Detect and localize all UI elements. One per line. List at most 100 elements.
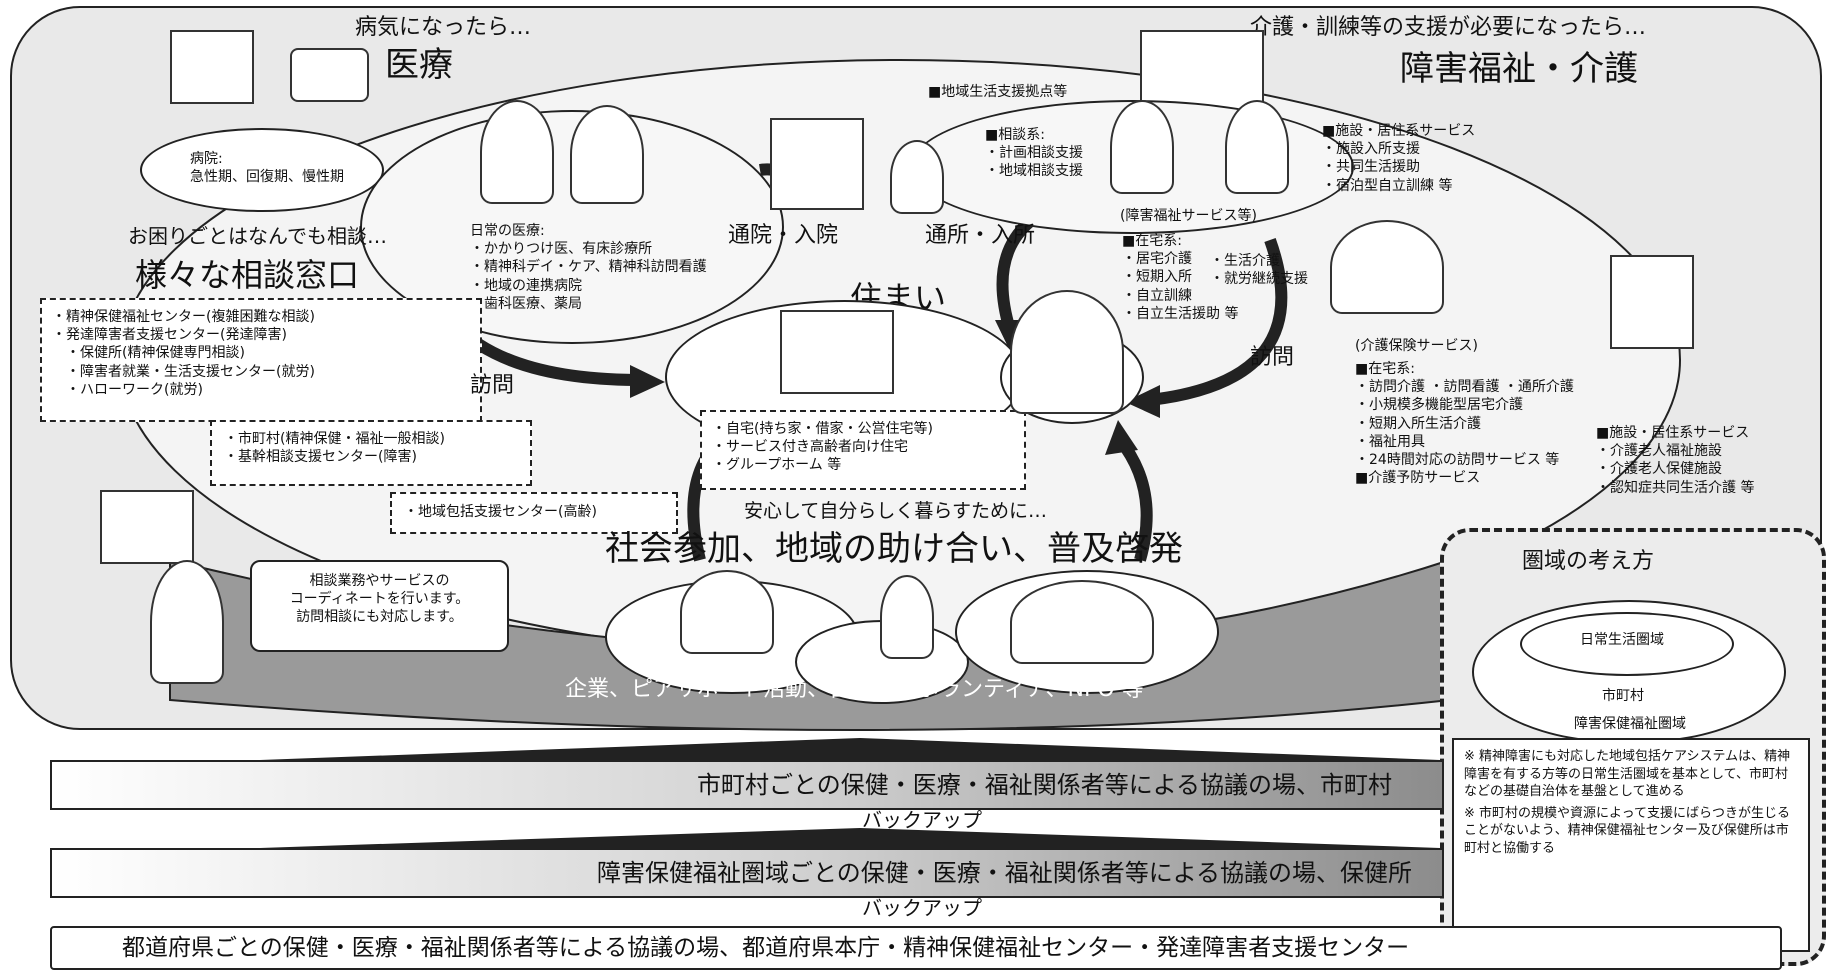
cheering-person-icon [680, 570, 774, 654]
consult-list-2-item-1: ・市町村(精神保健・福祉一般相談) [224, 431, 445, 447]
consult-lead: お困りごとはなんでも相談… [128, 224, 387, 248]
welfare-facility-3: ・共同生活援助 [1322, 159, 1420, 176]
care-insurance-home: ■在宅系: ・訪問介護 ・訪問看護 ・通所介護 ・小規模多機能型居宅介護 ・短期… [1355, 360, 1574, 487]
day-visit-label: 通所・入所 [925, 223, 1036, 248]
welfare-home-left-5: ・自立生活援助 等 [1122, 305, 1239, 322]
area-bar-text: 障害保健福祉圏域ごとの保健・医療・福祉関係者等による協議の場、保健所 [596, 859, 1412, 887]
welfare-home-right-2: ・就労継続支援 [1210, 271, 1308, 288]
zone-notes: ※ 精神障害にも対応した地域包括ケアシステムは、精神障害を有する方等の日常生活圏… [1452, 738, 1810, 952]
care-home-2: ・訪問介護 ・訪問看護 ・通所介護 [1355, 379, 1574, 396]
bubble-line-1: 相談業務やサービスの [309, 573, 450, 589]
zone-note-2: ※ 市町村の規模や資源によって支援にばらつきが生じることがないよう、精神保健福祉… [1464, 805, 1790, 856]
welfare-service-label: (障害福祉サービス等) [1120, 208, 1257, 224]
backup-wedge-1 [260, 738, 1440, 760]
housing-list: ・自宅(持ち家・借家・公営住宅等) ・サービス付き高齢者向け住宅 ・グループホー… [702, 412, 1024, 483]
housing-item-2: ・サービス付き高齢者向け住宅 [712, 439, 908, 456]
counselor-bubble-text: 相談業務やサービスの コーディネートを行います。 訪問相談にも対応します。 [252, 562, 507, 637]
caregiver-icon [1110, 100, 1174, 194]
welfare-consult-line-2: ・計画相談支援 [985, 145, 1083, 162]
consult-list-1-item-3: ・保健所(精神保健専門相談) [66, 345, 245, 362]
nurse-icon [570, 105, 644, 204]
arrow-visit-right [1149, 237, 1288, 406]
hospital-line-1: 病院: [190, 151, 223, 167]
consult-list-2-item-2: ・基幹相談支援センター(障害) [224, 449, 417, 466]
welfare-consult-list: ■相談系: ・計画相談支援 ・地域相談支援 [985, 126, 1083, 181]
prefecture-bar: 都道府県ごとの保健・医療・福祉関係者等による協議の場、都道府県本庁・精神保健福祉… [50, 926, 1782, 970]
zone-notes-text: ※ 精神障害にも対応した地域包括ケアシステムは、精神障害を有する方等の日常生活圏… [1454, 740, 1808, 865]
consult-title: 様々な相談窓口 [135, 256, 360, 294]
care-facility-building-icon [1610, 255, 1694, 349]
welfare-if-needed: 介護・訓練等の支援が必要になったら… [1250, 15, 1647, 40]
community-groups: 企業、ピアサポート活動、自治会、ボランティア、NPO 等 [565, 677, 1144, 702]
housing-item-3: ・グループホーム 等 [712, 457, 842, 474]
counselor-person-icon [150, 560, 224, 684]
municipal-bar: 市町村ごとの保健・医療・福祉関係者等による協議の場、市町村 [50, 760, 1444, 810]
bubble-line-2: コーディネートを行います。 [289, 591, 470, 608]
consult-list-1-item-5: ・ハローワーク(就労) [66, 381, 203, 398]
caregiver-2-icon [1225, 100, 1289, 194]
backup-wedge-2 [260, 828, 1440, 848]
welfare-consult-line-1: ■相談系: [985, 127, 1045, 143]
welfare-facility-1: ■施設・居住系サービス [1322, 123, 1476, 139]
welfare-consult-line-3: ・地域相談支援 [985, 163, 1083, 180]
hospital-building-icon [170, 30, 254, 104]
welfare-home-left-2: ・居宅介護 [1122, 251, 1192, 268]
consult-box-3: ・地域包括支援センター(高齢) [390, 492, 678, 534]
consult-box-2: ・市町村(精神保健・福祉一般相談) ・基幹相談支援センター(障害) [210, 420, 532, 486]
area-bar: 障害保健福祉圏域ごとの保健・医療・福祉関係者等による協議の場、保健所 [50, 848, 1444, 898]
visit-left-label: 訪問 [470, 373, 515, 398]
visit-right-label: 訪問 [1250, 345, 1295, 370]
bubble-line-3: 訪問相談にも対応します。 [296, 609, 463, 626]
housing-box: ・自宅(持ち家・借家・公営住宅等) ・サービス付き高齢者向け住宅 ・グループホー… [700, 410, 1026, 490]
welfare-facility-4: ・宿泊型自立訓練 等 [1322, 177, 1453, 194]
doctor-icon [480, 100, 554, 204]
family-icon [1010, 290, 1124, 414]
daily-care-line-4: ・地域の連携病院 [470, 277, 582, 294]
zone-title: 圏域の考え方 [1522, 549, 1655, 574]
hospital-ellipse [140, 128, 384, 212]
consult-list-1-item-1: ・精神保健福祉センター(複雑困難な相談) [52, 309, 315, 325]
backup-label-2: バックアップ [862, 896, 982, 920]
consult-list-1-item-4: ・障害者就業・生活支援センター(就労) [66, 363, 315, 380]
community-title: 社会参加、地域の助け合い、普及啓発 [605, 529, 1183, 569]
consult-list-3: ・地域包括支援センター(高齢) [404, 504, 597, 520]
care-insurance-facility: ■施設・居住系サービス ・介護老人福祉施設 ・介護老人保健施設 ・認知症共同生活… [1596, 424, 1754, 497]
care-facility-4: ・認知症共同生活介護 等 [1596, 479, 1755, 496]
zone-inner-ellipse [1520, 612, 1734, 676]
care-home-4: ・短期入所生活介護 [1355, 415, 1481, 432]
group-people-icon [1010, 580, 1154, 664]
hospital-label: 病院: 急性期、回復期、慢性期 [190, 150, 344, 186]
consult-list-2: ・市町村(精神保健・福祉一般相談) ・基幹相談支援センター(障害) [212, 422, 530, 474]
hospital-visit-label: 通院・入院 [728, 223, 839, 248]
house-icon [780, 310, 894, 394]
backup-label-1: バックアップ [862, 808, 982, 832]
arrow-head-2 [630, 365, 665, 398]
arrow-head-4 [1125, 385, 1160, 418]
zone-daily: 日常生活圏域 [1580, 632, 1664, 648]
housing-item-1: ・自宅(持ち家・借家・公営住宅等) [712, 421, 933, 437]
zone-note-1: ※ 精神障害にも対応した地域包括ケアシステムは、精神障害を有する方等の日常生活圏… [1464, 749, 1791, 800]
counselor-speech-bubble: 相談業務やサービスの コーディネートを行います。 訪問相談にも対応します。 [250, 560, 509, 652]
welfare-title: 障害福祉・介護 [1400, 49, 1638, 89]
care-home-1: ■在宅系: [1355, 361, 1415, 377]
care-home-5: ・福祉用具 [1355, 433, 1425, 450]
care-insurance-label: (介護保険サービス) [1355, 338, 1478, 354]
daily-care-line-2: ・かかりつけ医、有床診療所 [470, 241, 653, 258]
care-home-3: ・小規模多機能型居宅介護 [1355, 397, 1523, 414]
welfare-home-left-4: ・自立訓練 [1122, 287, 1192, 304]
welfare-home-left: ■在宅系: ・居宅介護 ・短期入所 ・自立訓練 ・自立生活援助 等 [1122, 232, 1238, 323]
medical-if-sick: 病気になったら… [355, 15, 532, 40]
care-home-6: ・24時間対応の訪問サービス 等 [1355, 451, 1560, 468]
daily-care-line-1: 日常の医療: [470, 223, 545, 239]
welfare-home-left-3: ・短期入所 [1122, 269, 1192, 286]
consult-list-1: ・精神保健福祉センター(複雑困難な相談) ・発達障害者支援センター(発達障害) … [42, 300, 480, 407]
community-lead: 安心して自分らしく暮らすために… [744, 500, 1048, 522]
arrow-head-6 [1105, 420, 1138, 455]
prefecture-bar-text: 都道府県ごとの保健・医療・福祉関係者等による協議の場、都道府県本庁・精神保健福祉… [122, 935, 1410, 961]
staff-person-icon [890, 140, 944, 214]
welfare-home-right: ・生活介護 ・就労継続支援 [1210, 252, 1308, 288]
zone-health: 障害保健福祉圏域 [1574, 716, 1686, 732]
daily-care-list: 日常の医療: ・かかりつけ医、有床診療所 ・精神科デイ・ケア、精神科訪問看護 ・… [470, 222, 707, 313]
care-home-7: ■介護予防サービス [1355, 470, 1481, 487]
care-facility-3: ・介護老人保健施設 [1596, 461, 1722, 478]
